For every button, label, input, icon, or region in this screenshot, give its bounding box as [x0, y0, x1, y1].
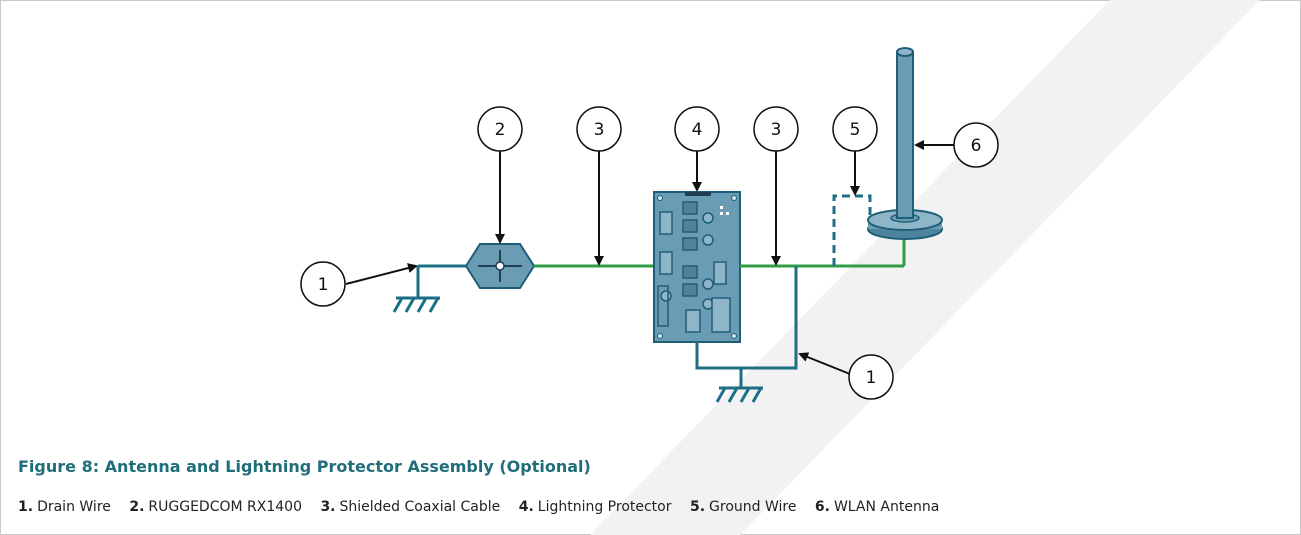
ground-symbol-left [392, 264, 466, 313]
legend-item-coax-cable: 3.Shielded Coaxial Cable [320, 499, 501, 515]
legend-item-drain-wire: 1.Drain Wire [18, 499, 111, 515]
legend-item-wlan-antenna: 6.WLAN Antenna [814, 499, 940, 515]
callout-5 [832, 106, 878, 152]
callout-1b [848, 354, 894, 400]
lightning-protector [653, 191, 741, 343]
figure-legend: 1.Drain Wire 2.RUGGEDCOM RX1400 3.Shield… [18, 499, 953, 515]
callout-3b [753, 106, 799, 152]
callout-4-number: 4 [692, 120, 703, 140]
callout-6-number: 6 [971, 136, 982, 156]
callout-3a-number: 3 [594, 120, 605, 140]
callout-2 [477, 106, 523, 152]
legend-item-ruggedcom: 2.RUGGEDCOM RX1400 [129, 499, 302, 515]
figure-caption: Figure 8: Antenna and Lightning Protecto… [18, 457, 591, 476]
callout-1a-number: 1 [318, 275, 329, 295]
drain-wire-right [695, 266, 798, 403]
callout-3a [576, 106, 622, 152]
callout-1a [300, 261, 346, 307]
callout-5-number: 5 [850, 120, 861, 140]
wlan-antenna [867, 47, 943, 240]
assembly-diagram: 1 2 3 4 3 5 6 1 [300, 47, 999, 403]
callout-1b-number: 1 [866, 368, 877, 388]
ruggedcom-device [464, 243, 536, 289]
callout-3b-number: 3 [771, 120, 782, 140]
leader-line-1b [798, 352, 851, 375]
callout-6 [953, 122, 999, 168]
ground-wire [832, 194, 872, 266]
callout-4 [674, 106, 720, 152]
legend-item-lightning-protector: 4.Lightning Protector [518, 499, 672, 515]
legend-item-ground-wire: 5.Ground Wire [689, 499, 797, 515]
callout-2-number: 2 [495, 120, 506, 140]
leader-line-1a [345, 263, 418, 285]
